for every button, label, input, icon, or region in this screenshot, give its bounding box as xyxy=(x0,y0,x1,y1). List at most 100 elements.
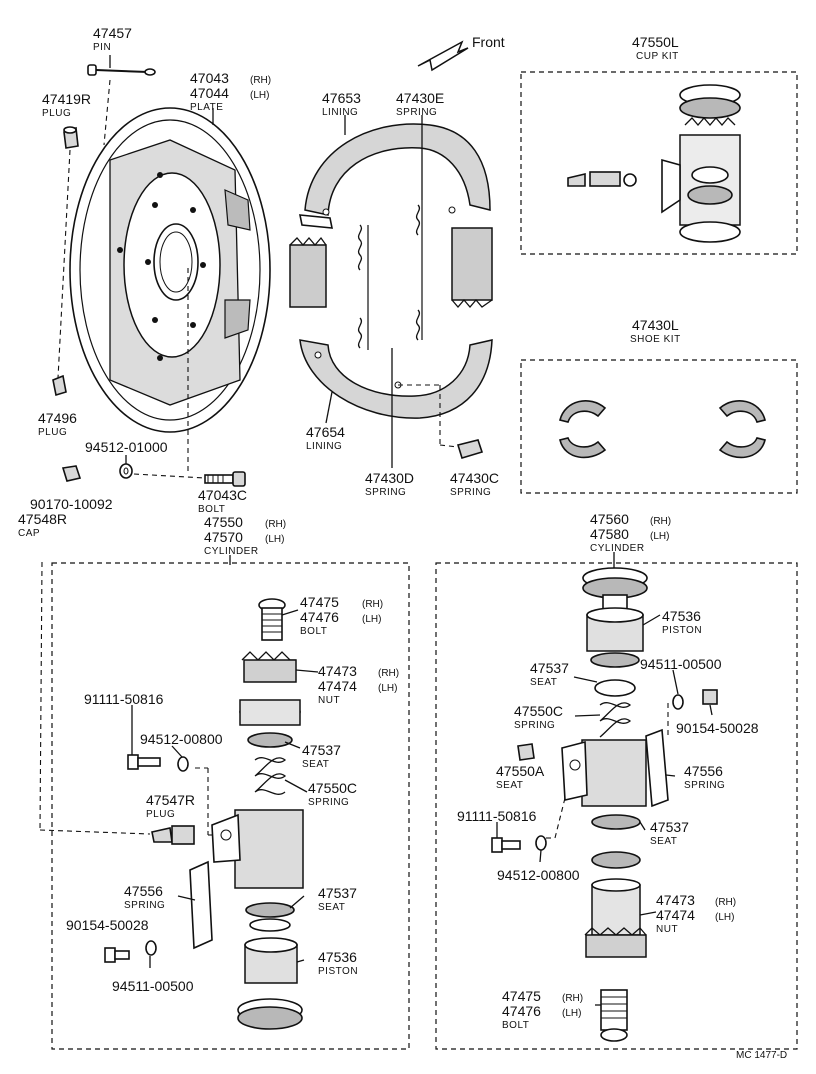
svg-text:47430E: 47430E xyxy=(396,90,444,106)
svg-text:47044: 47044 xyxy=(190,85,229,101)
svg-text:(LH): (LH) xyxy=(362,614,381,625)
label-plug-47419r: 47419R PLUG xyxy=(42,91,91,119)
svg-text:47474: 47474 xyxy=(656,907,695,923)
svg-text:47570: 47570 xyxy=(204,529,243,545)
backing-plate-drawing xyxy=(69,107,271,433)
svg-text:47537: 47537 xyxy=(302,742,341,758)
svg-text:47043: 47043 xyxy=(190,70,229,86)
brake-shoes-drawing xyxy=(289,123,493,419)
label-right-piston: 47536 PISTON xyxy=(662,608,702,636)
svg-text:47430D: 47430D xyxy=(365,470,414,486)
label-plug-47496: 47496 PLUG xyxy=(38,410,77,438)
svg-text:47430C: 47430C xyxy=(450,470,499,486)
shoe-kit-drawing xyxy=(559,400,766,459)
label-right-90154-50028: 90154-50028 xyxy=(676,720,759,736)
label-washer-94512-01000: 94512-01000 xyxy=(85,439,168,455)
svg-text:47496: 47496 xyxy=(38,410,77,426)
label-right-94512-00800: 94512-00800 xyxy=(497,867,580,883)
svg-text:(LH): (LH) xyxy=(650,531,669,542)
plug-47496-drawing xyxy=(52,374,67,397)
label-left-piston: 47536 PISTON xyxy=(318,949,358,977)
diagram-code: MC 1477-D xyxy=(736,1050,787,1061)
svg-text:SPRING: SPRING xyxy=(450,487,491,498)
label-left-spring-47550c: 47550C SPRING xyxy=(308,780,357,808)
pin-47457-drawing xyxy=(87,64,156,76)
svg-text:47476: 47476 xyxy=(300,609,339,625)
svg-text:47473: 47473 xyxy=(318,663,357,679)
svg-text:SEAT: SEAT xyxy=(650,836,677,847)
label-right-nut: 47473 (RH) 47474 (LH) NUT xyxy=(656,892,736,935)
svg-text:CYLINDER: CYLINDER xyxy=(204,546,259,557)
left-cylinder-box xyxy=(51,562,410,1050)
label-left-nut: 47473 (RH) 47474 (LH) NUT xyxy=(318,663,399,706)
label-spring-47430e: 47430E SPRING xyxy=(396,90,444,118)
cup-kit-box xyxy=(520,71,798,255)
svg-text:(RH): (RH) xyxy=(715,897,736,908)
svg-text:LINING: LINING xyxy=(306,441,342,452)
svg-text:PISTON: PISTON xyxy=(662,625,702,636)
svg-text:SPRING: SPRING xyxy=(365,487,406,498)
svg-text:BOLT: BOLT xyxy=(502,1020,529,1031)
svg-text:BOLT: BOLT xyxy=(198,504,225,515)
label-right-94511-00500: 94511-00500 xyxy=(640,656,722,672)
svg-text:47550C: 47550C xyxy=(514,703,563,719)
svg-text:47550L: 47550L xyxy=(632,34,679,50)
plug-47419r-drawing xyxy=(63,126,79,149)
svg-text:(RH): (RH) xyxy=(250,75,271,86)
svg-text:(LH): (LH) xyxy=(562,1008,581,1019)
svg-text:PISTON: PISTON xyxy=(318,966,358,977)
bolt-47043c-drawing xyxy=(204,471,246,487)
svg-text:(RH): (RH) xyxy=(378,668,399,679)
label-right-bolt: 47475 (RH) 47476 (LH) BOLT xyxy=(502,988,583,1031)
svg-text:47475: 47475 xyxy=(300,594,339,610)
nut-90170-drawing xyxy=(61,465,82,482)
svg-text:BOLT: BOLT xyxy=(300,626,327,637)
left-cylinder-drawing xyxy=(104,598,304,1030)
label-shoe-kit: 47430L SHOE KIT xyxy=(630,317,680,345)
right-cylinder-box xyxy=(435,562,798,1050)
svg-text:CAP: CAP xyxy=(18,528,40,539)
svg-text:SPRING: SPRING xyxy=(514,720,555,731)
label-right-seat-a: 47537 SEAT xyxy=(530,660,569,688)
svg-text:PIN: PIN xyxy=(93,42,111,53)
svg-text:CUP KIT: CUP KIT xyxy=(636,51,679,62)
svg-text:NUT: NUT xyxy=(318,695,340,706)
label-left-94511-00500: 94511-00500 xyxy=(112,978,194,994)
svg-text:47537: 47537 xyxy=(318,885,357,901)
front-arrow xyxy=(417,40,469,72)
label-right-cylinder: 47560 (RH) 47580 (LH) CYLINDER xyxy=(590,511,671,554)
label-left-94512-00800: 94512-00800 xyxy=(140,731,223,747)
label-spring-47430c: 47430C SPRING xyxy=(450,470,499,498)
svg-text:(RH): (RH) xyxy=(265,519,286,530)
svg-text:SPRING: SPRING xyxy=(396,107,437,118)
washer-94512-01000-drawing xyxy=(119,463,133,479)
svg-text:PLUG: PLUG xyxy=(146,809,175,820)
right-cylinder-drawing xyxy=(491,567,718,1042)
svg-text:47536: 47536 xyxy=(662,608,701,624)
svg-text:47653: 47653 xyxy=(322,90,361,106)
svg-text:PLUG: PLUG xyxy=(42,108,71,119)
svg-text:47536: 47536 xyxy=(318,949,357,965)
svg-text:PLUG: PLUG xyxy=(38,427,67,438)
svg-text:(LH): (LH) xyxy=(715,912,734,923)
svg-text:(RH): (RH) xyxy=(362,599,383,610)
svg-text:47419R: 47419R xyxy=(42,91,91,107)
label-left-91111-50816: 91111-50816 xyxy=(84,691,164,707)
svg-text:NUT: NUT xyxy=(656,924,678,935)
svg-text:LINING: LINING xyxy=(322,107,358,118)
svg-text:47476: 47476 xyxy=(502,1003,541,1019)
shoe-kit-box xyxy=(520,359,798,494)
svg-text:47550C: 47550C xyxy=(308,780,357,796)
svg-text:SPRING: SPRING xyxy=(124,900,165,911)
svg-text:(LH): (LH) xyxy=(250,90,269,101)
svg-text:47547R: 47547R xyxy=(146,792,195,808)
svg-text:47475: 47475 xyxy=(502,988,541,1004)
svg-text:CYLINDER: CYLINDER xyxy=(590,543,645,554)
label-plate: 47043 (RH) 47044 (LH) PLATE xyxy=(190,70,271,113)
svg-text:47580: 47580 xyxy=(590,526,629,542)
label-right-seat-b: 47537 SEAT xyxy=(650,819,689,847)
svg-text:SEAT: SEAT xyxy=(530,677,557,688)
label-left-spring-47556: 47556 SPRING xyxy=(124,883,165,911)
svg-text:47457: 47457 xyxy=(93,25,132,41)
label-right-seat-47550a: 47550A SEAT xyxy=(496,763,545,791)
